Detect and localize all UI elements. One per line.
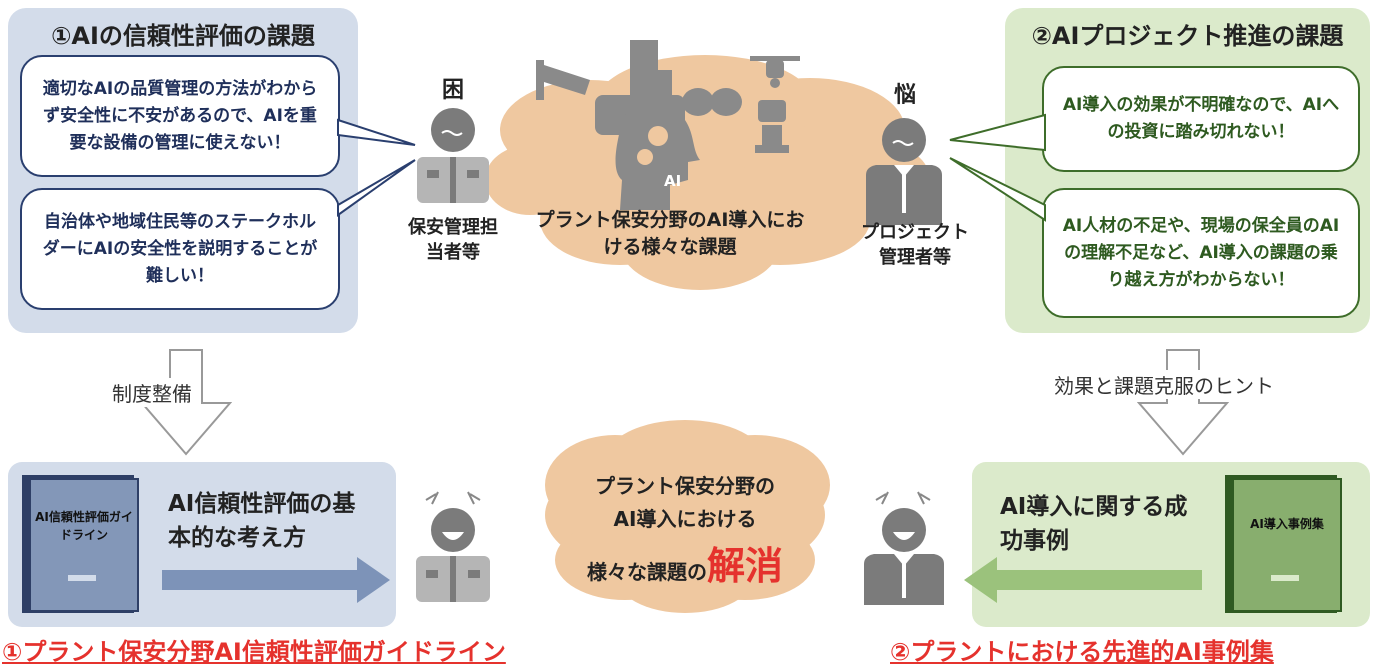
right-bubble-2-text: AI人材の不足や、現場の保全員のAIの理解不足など、AI導入の課題の乗り越え方が… bbox=[1062, 215, 1340, 290]
left-arrow-label: 制度整備 bbox=[110, 378, 194, 407]
resolution-line-3: 様々な課題の解消 bbox=[555, 535, 815, 590]
resolution-line-3a: 様々な課題の bbox=[586, 560, 707, 584]
case-study-text: AI導入に関する成功事例 bbox=[1000, 494, 1188, 554]
issues-cloud bbox=[485, 40, 930, 290]
ai-head-icon bbox=[615, 103, 700, 210]
right-bubble-tails bbox=[949, 113, 1046, 222]
guideline-book-title: AI信頼性評価ガイドライン bbox=[35, 510, 133, 542]
left-speech-bubble-1: 適切なAIの品質管理の方法がわからず安全性に不安があるので、AIを重要な設備の管… bbox=[20, 55, 340, 177]
robot-icon bbox=[755, 100, 789, 153]
left-bubble-2-text: 自治体や地域住民等のステークホルダーにAIの安全性を説明することが難しい！ bbox=[42, 211, 318, 286]
left-bubble-tails bbox=[337, 118, 416, 217]
manager-happy-icon bbox=[864, 491, 944, 605]
guideline-text: AI信頼性評価の基本的な考え方 bbox=[168, 491, 356, 551]
right-arrow-label: 効果と課題克服のヒント bbox=[1052, 370, 1276, 399]
drone-icon bbox=[750, 56, 800, 88]
worker-mark: 困 bbox=[441, 78, 464, 103]
resolution-cloud bbox=[545, 420, 830, 613]
guideline-arrow bbox=[162, 557, 390, 603]
case-study-book-title: AI導入事例集 bbox=[1250, 517, 1324, 531]
camera-icon bbox=[536, 60, 590, 100]
issues-cloud-text: プラント保安分野のAI導入における様々な課題 bbox=[535, 209, 805, 258]
right-speech-bubble-1: AI導入の効果が不明確なので、AIへの投資に踏み切れない！ bbox=[1042, 66, 1360, 172]
worker-happy-icon bbox=[416, 491, 490, 602]
right-speech-bubble-2: AI人材の不足や、現場の保全員のAIの理解不足など、AI導入の課題の乗り越え方が… bbox=[1042, 188, 1360, 318]
left-panel-title: ①AIの信頼性評価の課題 bbox=[51, 22, 315, 50]
manager-label: プロジェクト管理者等 bbox=[861, 222, 969, 268]
resolution-highlight: 解消 bbox=[706, 544, 783, 588]
manager-mark: 悩 bbox=[893, 83, 916, 108]
worker-label: 保安管理担当者等 bbox=[408, 217, 498, 263]
right-down-arrow bbox=[1137, 349, 1229, 456]
guideline-title-link[interactable]: ①プラント保安分野AI信頼性評価ガイドライン bbox=[2, 638, 506, 666]
green-left-arrow bbox=[964, 557, 1202, 603]
resolution-line-1: プラント保安分野の bbox=[595, 474, 775, 498]
case-study-title-link[interactable]: ②プラントにおける先進的AI事例集 bbox=[890, 638, 1274, 666]
right-panel-title: ②AIプロジェクト推進の課題 bbox=[1031, 22, 1344, 50]
case-study-book-icon bbox=[1225, 475, 1342, 613]
left-bubble-1-text: 適切なAIの品質管理の方法がわからず安全性に不安があるので、AIを重要な設備の管… bbox=[42, 78, 318, 153]
ai-label: AI bbox=[664, 172, 682, 190]
manager-worried-icon bbox=[866, 118, 942, 225]
right-bubble-1-text: AI導入の効果が不明確なので、AIへの投資に踏み切れない！ bbox=[1062, 95, 1340, 142]
resolution-line-2: AI導入における bbox=[613, 507, 757, 531]
worker-confused-icon bbox=[417, 108, 489, 203]
left-speech-bubble-2: 自治体や地域住民等のステークホルダーにAIの安全性を説明することが難しい！ bbox=[20, 188, 340, 310]
guideline-book-icon bbox=[22, 475, 139, 613]
